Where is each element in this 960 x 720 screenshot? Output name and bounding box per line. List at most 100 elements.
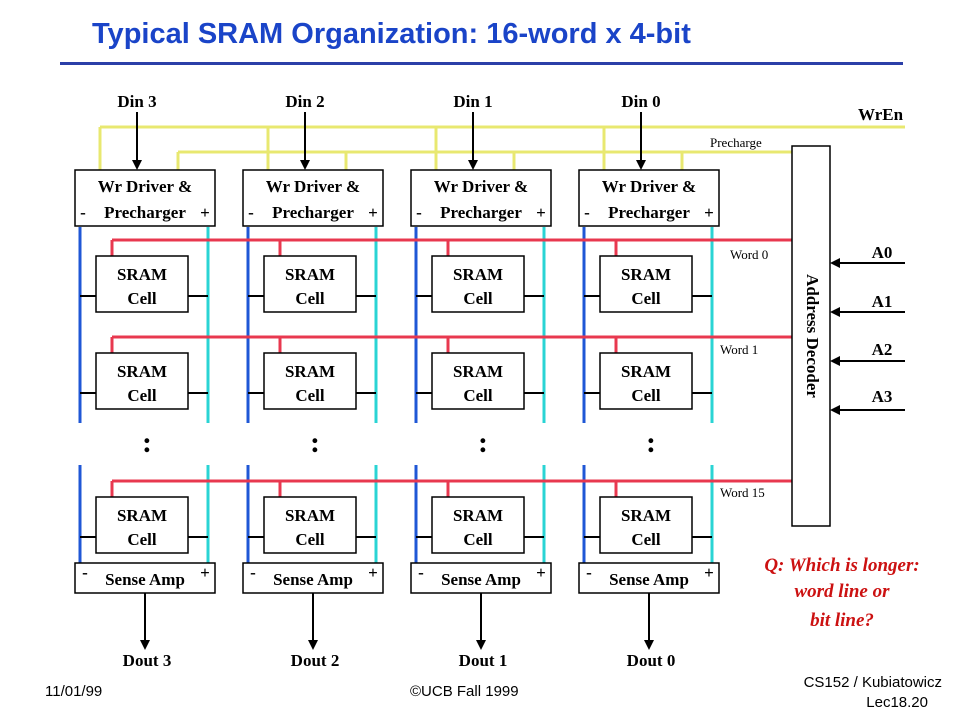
sram-cell-box-2-0 — [431, 255, 525, 313]
word-15-label: Word 15 — [720, 485, 765, 500]
address-decoder-label: Address Decoder — [803, 274, 822, 398]
sense-amp-box-3 — [578, 562, 720, 594]
sram-cell-line1-2-1: SRAM — [453, 362, 503, 381]
din-label-3: Din 0 — [621, 92, 660, 111]
sram-cell-box-3-0 — [599, 255, 693, 313]
sense-amp-label-2: Sense Amp — [441, 570, 521, 589]
dout-label-0: Dout 3 — [123, 651, 172, 670]
word-1-label: Word 1 — [720, 342, 758, 357]
wr-driver-line1-0: Wr Driver & — [98, 177, 192, 196]
sram-cell-line2-3-0: Cell — [631, 289, 661, 308]
wr-driver-line2-3: Precharger — [608, 203, 690, 222]
dout-label-2: Dout 1 — [459, 651, 508, 670]
footer-copyright: ©UCB Fall 1999 — [410, 683, 519, 700]
sram-cell-line2-3-1: Cell — [631, 386, 661, 405]
sense-amp-plus-0: + — [200, 563, 210, 582]
sram-cell-box-1-1 — [263, 352, 357, 410]
footer-lecture: Lec18.20 — [866, 694, 928, 711]
sram-cell-line1-3-1: SRAM — [621, 362, 671, 381]
address-input-0: A0 — [872, 243, 893, 262]
sram-cell-line1-0-1: SRAM — [117, 362, 167, 381]
address-decoder-box — [791, 145, 831, 527]
wr-driver-minus-2: - — [416, 203, 422, 222]
row-ellipsis-3: : — [646, 426, 656, 459]
wr-driver-minus-3: - — [584, 203, 590, 222]
sense-amp-label-3: Sense Amp — [609, 570, 689, 589]
sram-cell-line2-0-1: Cell — [127, 386, 157, 405]
wr-driver-line2-1: Precharger — [272, 203, 354, 222]
footer-date: 11/01/99 — [45, 683, 103, 700]
sense-amp-box-2 — [410, 562, 552, 594]
sram-cell-line2-0-0: Cell — [127, 289, 157, 308]
sense-amp-plus-2: + — [536, 563, 546, 582]
precharge-label: Precharge — [710, 135, 762, 150]
sram-cell-line1-2-2: SRAM — [453, 506, 503, 525]
wr-driver-minus-0: - — [80, 203, 86, 222]
sense-amp-label-1: Sense Amp — [273, 570, 353, 589]
wr-driver-line1-2: Wr Driver & — [434, 177, 528, 196]
row-ellipsis-2: : — [478, 426, 488, 459]
sense-amp-box-1 — [242, 562, 384, 594]
wr-driver-line1-1: Wr Driver & — [266, 177, 360, 196]
sram-cell-line1-1-2: SRAM — [285, 506, 335, 525]
page-title: Typical SRAM Organization: 16-word x 4-b… — [92, 18, 691, 50]
word-lines — [110, 238, 792, 497]
sram-cell-line1-2-0: SRAM — [453, 265, 503, 284]
row-ellipsis-0: : — [142, 426, 152, 459]
din-label-2: Din 1 — [453, 92, 492, 111]
din-label-1: Din 2 — [285, 92, 324, 111]
sram-cell-box-0-2 — [95, 496, 189, 554]
wr-driver-line2-0: Precharger — [104, 203, 186, 222]
wr-driver-minus-1: - — [248, 203, 254, 222]
dout-label-1: Dout 2 — [291, 651, 340, 670]
sram-cell-box-0-1 — [95, 352, 189, 410]
footer-course: CS152 / Kubiatowicz — [803, 674, 942, 691]
wr-driver-box-0 — [74, 169, 216, 227]
wr-driver-box-1 — [242, 169, 384, 227]
memory-columns: Din 3Wr Driver &-Precharger+SRAMCellSRAM… — [74, 92, 720, 670]
sram-cell-line2-2-2: Cell — [463, 530, 493, 549]
wr-driver-line2-2: Precharger — [440, 203, 522, 222]
question-line-3: bit line? — [810, 610, 874, 631]
question-line-2: word line or — [794, 581, 890, 602]
sense-amp-minus-1: - — [250, 563, 256, 582]
sram-cell-line1-3-2: SRAM — [621, 506, 671, 525]
wr-driver-line1-3: Wr Driver & — [602, 177, 696, 196]
sense-amp-minus-2: - — [418, 563, 424, 582]
sram-cell-line2-1-0: Cell — [295, 289, 325, 308]
wr-driver-plus-2: + — [536, 203, 546, 222]
word-0-label: Word 0 — [730, 247, 768, 262]
sram-cell-box-1-2 — [263, 496, 357, 554]
wr-driver-plus-1: + — [368, 203, 378, 222]
sram-cell-line1-1-0: SRAM — [285, 265, 335, 284]
dout-label-3: Dout 0 — [627, 651, 676, 670]
wr-driver-box-3 — [578, 169, 720, 227]
sense-amp-plus-3: + — [704, 563, 714, 582]
sram-cell-box-2-1 — [431, 352, 525, 410]
sram-cell-line2-1-1: Cell — [295, 386, 325, 405]
sram-cell-box-3-1 — [599, 352, 693, 410]
address-input-2: A2 — [872, 340, 893, 359]
sram-cell-line1-0-0: SRAM — [117, 265, 167, 284]
sense-amp-label-0: Sense Amp — [105, 570, 185, 589]
sense-amp-minus-3: - — [586, 563, 592, 582]
wr-driver-plus-0: + — [200, 203, 210, 222]
sram-cell-line2-2-1: Cell — [463, 386, 493, 405]
sram-cell-line2-3-2: Cell — [631, 530, 661, 549]
din-label-0: Din 3 — [117, 92, 156, 111]
wr-driver-box-2 — [410, 169, 552, 227]
sram-cell-line1-3-0: SRAM — [621, 265, 671, 284]
sram-cell-line2-1-2: Cell — [295, 530, 325, 549]
sram-cell-line1-1-1: SRAM — [285, 362, 335, 381]
sram-cell-line1-0-2: SRAM — [117, 506, 167, 525]
row-ellipsis-1: : — [310, 426, 320, 459]
address-input-3: A3 — [872, 387, 893, 406]
sram-cell-box-0-0 — [95, 255, 189, 313]
control-lines — [98, 125, 905, 170]
wr-driver-plus-3: + — [704, 203, 714, 222]
sense-amp-plus-1: + — [368, 563, 378, 582]
title-rule — [60, 62, 903, 65]
